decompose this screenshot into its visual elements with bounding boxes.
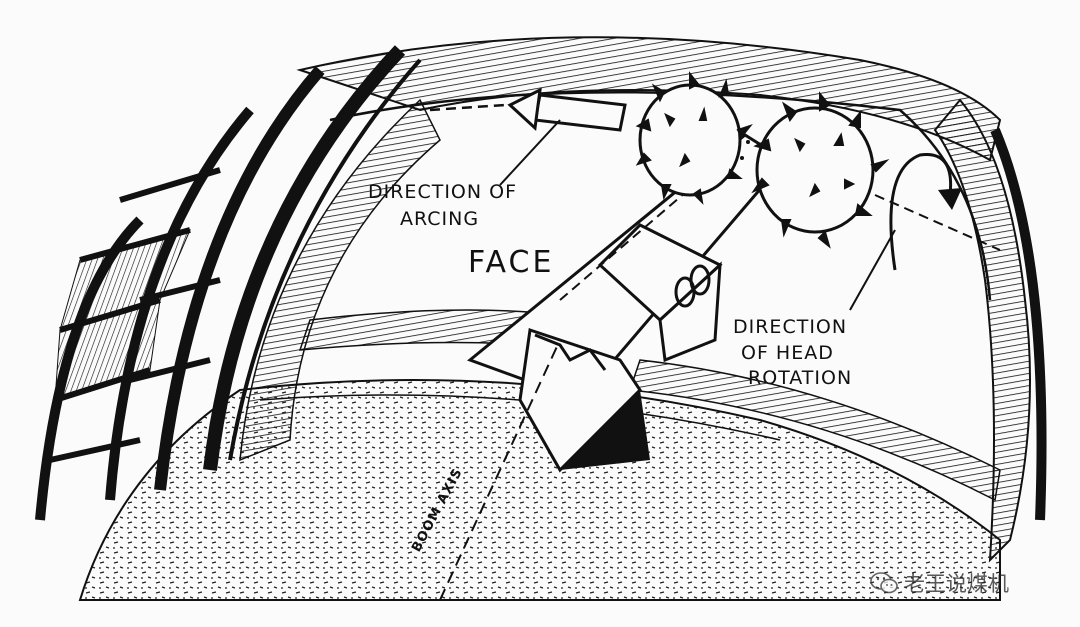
wechat-icon [870, 572, 898, 594]
watermark: 老王说煤机 [870, 568, 1009, 598]
left-cutter-head [635, 71, 753, 205]
rotation-label-line3: ROTATION [748, 367, 853, 389]
watermark-text: 老王说煤机 [904, 572, 1009, 596]
rotation-label-line2: OF HEAD [741, 342, 834, 364]
roof-supports [35, 45, 422, 521]
roof-band [296, 36, 1002, 162]
rotation-label-line1: DIRECTION [733, 316, 848, 338]
arcing-label-line1: DIRECTION OF [368, 181, 518, 203]
head-rotation-arrow [849, 153, 1001, 311]
boom-arm [467, 133, 788, 473]
face-label: FACE [468, 245, 555, 280]
right-cutter-head [751, 91, 890, 249]
floor [78, 379, 1001, 601]
arcing-label-line2: ARCING [400, 208, 480, 230]
arcing-direction-arrow [429, 87, 627, 186]
boom-axis-line [439, 339, 561, 601]
